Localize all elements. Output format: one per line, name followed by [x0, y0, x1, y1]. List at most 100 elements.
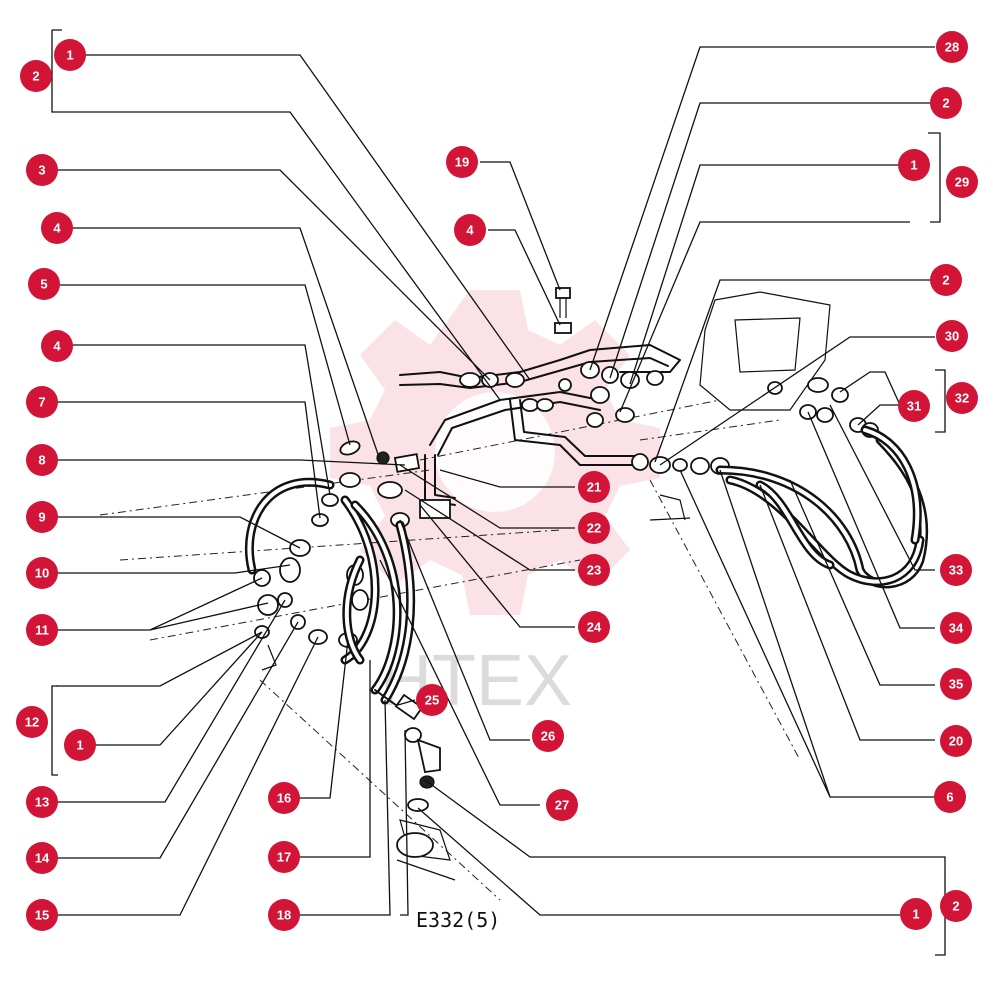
callout-number: 27 [555, 798, 569, 813]
callout-number: 10 [35, 566, 49, 581]
callout-number: 6 [946, 790, 953, 805]
callout-c4-c: 4 [454, 214, 486, 246]
callout-circle [26, 444, 58, 476]
callout-number: 34 [949, 621, 964, 636]
callout-circle [454, 214, 486, 246]
callout-circle [26, 899, 58, 931]
callout-c9: 9 [26, 501, 58, 533]
callout-circle [940, 668, 972, 700]
callout-c21: 21 [578, 471, 610, 503]
callout-circle [268, 782, 300, 814]
callout-circle [546, 789, 578, 821]
callout-circle [532, 720, 564, 752]
callout-c6: 6 [934, 781, 966, 813]
watermark-gear-icon [330, 290, 660, 615]
callout-number: 9 [38, 510, 45, 525]
callout-circle [54, 39, 86, 71]
callout-number: 25 [425, 693, 439, 708]
callout-number: 33 [949, 563, 963, 578]
callout-c34: 34 [940, 612, 972, 644]
callout-number: 24 [587, 620, 602, 635]
callout-number: 31 [907, 399, 921, 414]
callout-number: 20 [949, 734, 963, 749]
callout-c4-a: 4 [41, 212, 73, 244]
callout-c22: 22 [578, 512, 610, 544]
callout-circle [578, 611, 610, 643]
callout-circle [898, 149, 930, 181]
callout-circle [578, 554, 610, 586]
callout-circle [41, 330, 73, 362]
callout-number: 29 [955, 175, 969, 190]
callout-number: 23 [587, 563, 601, 578]
callout-badges: 1234547891011121131415161718194282129230… [16, 31, 978, 931]
callout-circle [26, 154, 58, 186]
callout-c1-bottom: 1 [900, 898, 932, 930]
callout-circle [898, 390, 930, 422]
callout-number: 18 [277, 908, 291, 923]
callout-number: 17 [277, 850, 291, 865]
callout-circle [940, 612, 972, 644]
callout-circle [416, 684, 448, 716]
callout-circle [946, 166, 978, 198]
callout-circle [26, 614, 58, 646]
callout-c8: 8 [26, 444, 58, 476]
callout-c2-right-b: 2 [930, 264, 962, 296]
callout-c1-top-left: 1 [54, 39, 86, 71]
callout-number: 21 [587, 480, 601, 495]
callout-c16: 16 [268, 782, 300, 814]
callout-circle [936, 31, 968, 63]
callout-circle [900, 898, 932, 930]
callout-c33: 33 [940, 554, 972, 586]
callout-circle [20, 60, 52, 92]
callout-c2-top-left: 2 [20, 60, 52, 92]
callout-circle [268, 841, 300, 873]
callout-number: 11 [35, 623, 49, 638]
callout-circle [940, 725, 972, 757]
callout-number: 1 [66, 48, 73, 63]
callout-number: 35 [949, 677, 963, 692]
callout-number: 1 [76, 738, 83, 753]
callout-circle [64, 729, 96, 761]
callout-circle [16, 706, 48, 738]
callout-circle [930, 264, 962, 296]
callout-circle [26, 386, 58, 418]
callout-number: 4 [466, 223, 474, 238]
callout-number: 16 [277, 791, 291, 806]
callout-number: 2 [942, 96, 949, 111]
callout-c11: 11 [26, 614, 58, 646]
callout-c31: 31 [898, 390, 930, 422]
reference-code: E332(5) [416, 908, 500, 932]
callout-number: 12 [25, 715, 39, 730]
callout-number: 15 [35, 908, 49, 923]
callout-c13: 13 [26, 786, 58, 818]
callout-number: 14 [35, 851, 50, 866]
callout-number: 19 [455, 155, 469, 170]
callout-c23: 23 [578, 554, 610, 586]
callout-c15: 15 [26, 899, 58, 931]
callout-c20: 20 [940, 725, 972, 757]
callout-number: 3 [38, 163, 45, 178]
callout-number: 5 [40, 277, 47, 292]
callout-c19: 19 [446, 146, 478, 178]
callout-number: 2 [952, 899, 959, 914]
callout-number: 8 [38, 453, 45, 468]
callout-circle [268, 899, 300, 931]
callout-c28: 28 [936, 31, 968, 63]
callout-circle [28, 268, 60, 300]
callout-c32: 32 [946, 382, 978, 414]
callout-number: 32 [955, 391, 969, 406]
callout-number: 7 [38, 395, 45, 410]
callout-c2-bottom: 2 [940, 890, 972, 922]
callout-number: 26 [541, 729, 555, 744]
callout-c1-left: 1 [64, 729, 96, 761]
callout-c5: 5 [28, 268, 60, 300]
hydraulic-assembly-drawing [99, 287, 929, 901]
callout-c35: 35 [940, 668, 972, 700]
callout-c3: 3 [26, 154, 58, 186]
callout-circle [41, 212, 73, 244]
callout-c17: 17 [268, 841, 300, 873]
callout-number: 22 [587, 521, 601, 536]
callout-number: 4 [53, 339, 61, 354]
callout-c10: 10 [26, 557, 58, 589]
